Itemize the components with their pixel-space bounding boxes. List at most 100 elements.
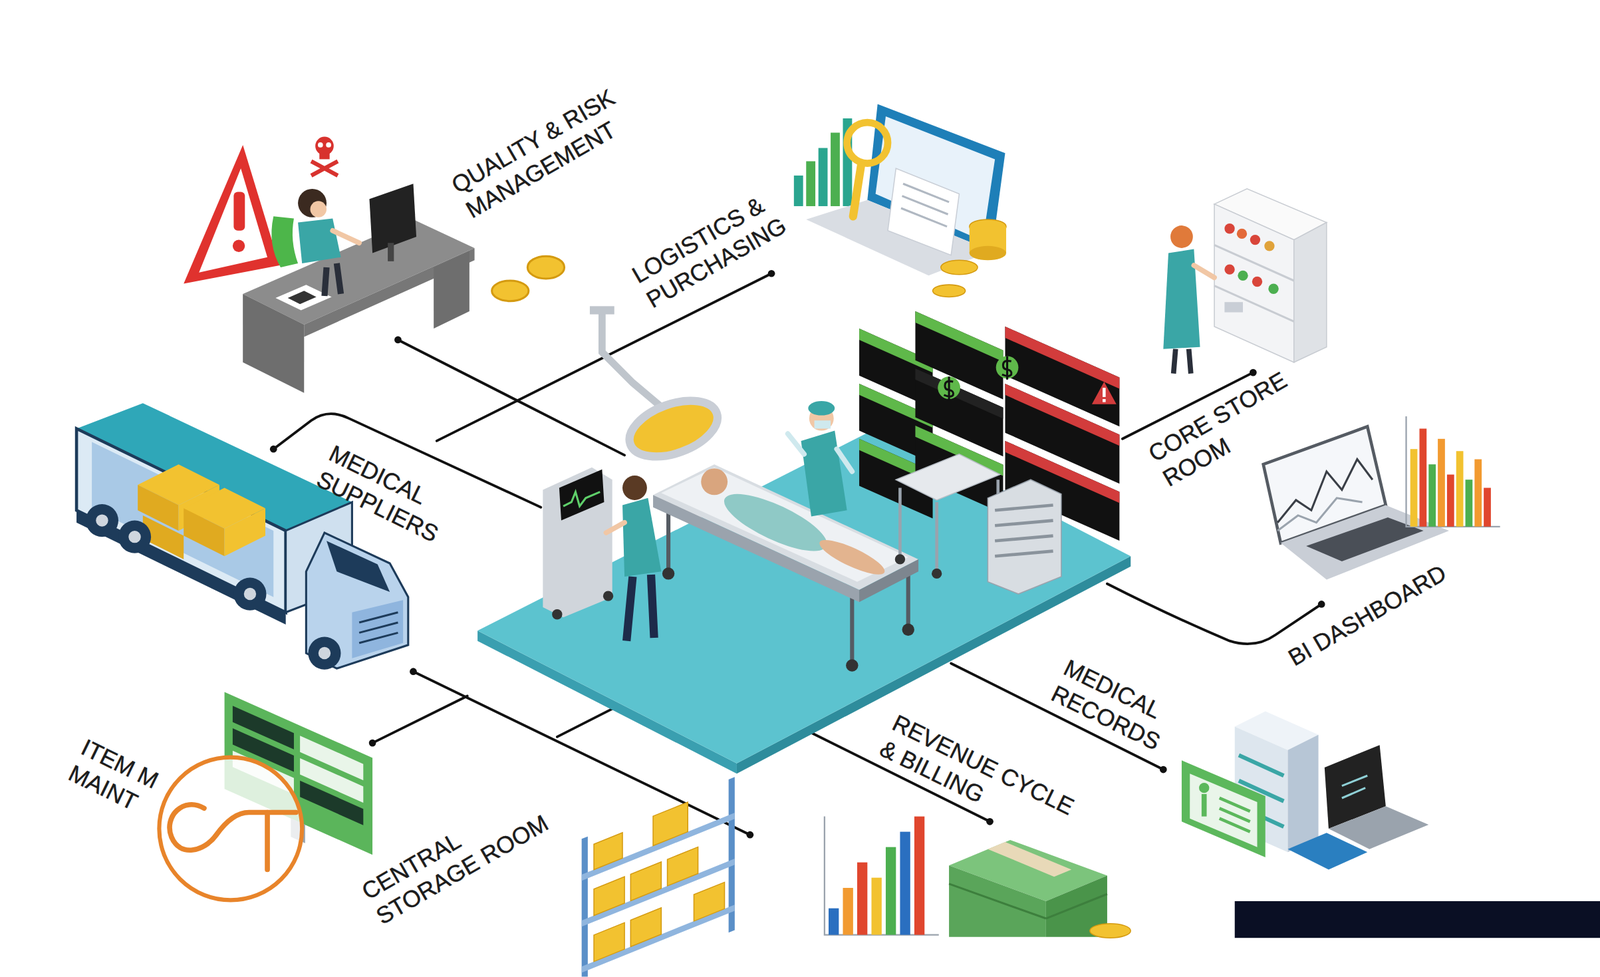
supply-truck: [118, 520, 151, 554]
storage-shelves: [593, 922, 625, 961]
dashboard-panel: [915, 368, 1003, 419]
dashboard-panel: [1102, 399, 1106, 403]
operating-scene: [662, 567, 675, 580]
section-label: LOGISTICS & PURCHASING: [627, 168, 824, 314]
supply-truck: [95, 514, 108, 527]
leader-dot: [746, 831, 754, 839]
operating-scene: [788, 433, 853, 472]
leader-dot: [768, 269, 776, 278]
quality-desk: [332, 230, 360, 243]
dashboard-panel: [1102, 387, 1106, 398]
label-text: LOGISTICS & PURCHASING: [627, 168, 824, 314]
records-computer: [1181, 760, 1266, 858]
operating-scene: [931, 568, 942, 579]
quality-desk: [315, 136, 334, 156]
quality-desk: [387, 242, 394, 262]
records-computer: [1181, 711, 1429, 870]
leader-line: [273, 273, 1322, 835]
supply-truck: [307, 637, 341, 670]
operating-platform: [477, 426, 1131, 774]
leader-line: [372, 696, 468, 744]
supply-truck: [318, 647, 331, 660]
operating-scene: [895, 553, 906, 564]
dark-band: [1234, 901, 1600, 938]
supply-truck: [224, 508, 266, 556]
quality-desk: [319, 152, 330, 159]
quality-desk: [303, 248, 475, 338]
operating-scene: [601, 311, 666, 411]
label-text: MEDICAL RECORDS: [1046, 654, 1209, 773]
leader-dot: [394, 336, 402, 344]
core-store-shelf: [1170, 225, 1194, 249]
bi-laptop: [1474, 459, 1482, 527]
logistics-laptop: [830, 132, 840, 206]
quality-desk: [324, 263, 342, 296]
supply-truck: [351, 599, 403, 658]
operating-scene: [807, 400, 835, 415]
operating-scene: [901, 623, 914, 636]
leader-dot: [1159, 766, 1168, 774]
leader-dot: [269, 269, 1326, 839]
core-store-shelf: [1224, 223, 1235, 234]
revenue-money: [824, 816, 1131, 939]
storage-shelves: [630, 861, 662, 901]
core-store-shelf: [1237, 270, 1248, 281]
operating-scene: [605, 522, 625, 533]
records-computer: [1189, 773, 1257, 847]
supply-truck: [76, 428, 286, 612]
supply-truck: [305, 532, 408, 669]
dashboard-panel: [1004, 326, 1120, 389]
logistics-laptop: [887, 168, 959, 255]
operating-platform: [477, 426, 1131, 763]
storage-shelves: [581, 904, 735, 973]
quality-desk: [198, 168, 268, 273]
supply-truck: [128, 530, 141, 543]
logistics-laptop: [847, 122, 888, 163]
operating-scene: [815, 533, 889, 581]
logistics-laptop: [969, 246, 1007, 261]
supply-truck: [244, 587, 257, 600]
quality-desk: [232, 240, 245, 253]
core-store-shelf: [1214, 244, 1295, 322]
operating-scene: [603, 590, 614, 601]
logistics-laptop: [901, 183, 949, 227]
quality-desk: [183, 144, 280, 284]
section-label: MEDICAL RECORDS: [1046, 654, 1209, 773]
revenue-money: [842, 887, 853, 935]
storage-shelves: [593, 876, 625, 916]
operating-scene: [589, 305, 615, 314]
core-store-shelf: [1268, 283, 1279, 294]
revenue-money: [885, 847, 896, 935]
quality-desk: [492, 280, 529, 302]
dashboard-panel: [1002, 356, 1012, 380]
leader-dot: [986, 817, 994, 826]
operating-scene: [622, 498, 662, 577]
bi-laptop: [1465, 479, 1473, 527]
section-label: CENTRAL STORAGE ROOM: [357, 777, 567, 932]
storage-shelves: [693, 881, 725, 921]
label-text: QUALITY & RISK MANAGEMENT: [446, 57, 679, 225]
section-label: BI DASHBOARD: [1283, 559, 1452, 673]
core-store-shelf: [1224, 301, 1243, 312]
storage-shelves: [667, 847, 699, 886]
records-computer: [1219, 798, 1251, 832]
dashboard-panel: [1091, 381, 1117, 405]
operating-scene: [626, 574, 654, 642]
logistics-laptop: [940, 260, 978, 274]
leader-line: [557, 706, 618, 737]
revenue-money: [987, 841, 1072, 877]
revenue-money: [857, 862, 868, 935]
records-computer: [1201, 794, 1207, 817]
bi-laptop: [1410, 448, 1418, 527]
operating-scene: [845, 659, 858, 671]
operating-scene: [899, 479, 998, 572]
core-store-shelf: [1224, 264, 1235, 274]
core-store-shelf: [1294, 222, 1327, 363]
supply-truck: [183, 508, 225, 556]
core-store-shelf: [1236, 228, 1247, 239]
bi-laptop: [1406, 416, 1501, 527]
brand-logo: [264, 811, 270, 870]
quality-desk: [317, 142, 324, 148]
section-label: QUALITY & RISK MANAGEMENT: [446, 57, 679, 225]
